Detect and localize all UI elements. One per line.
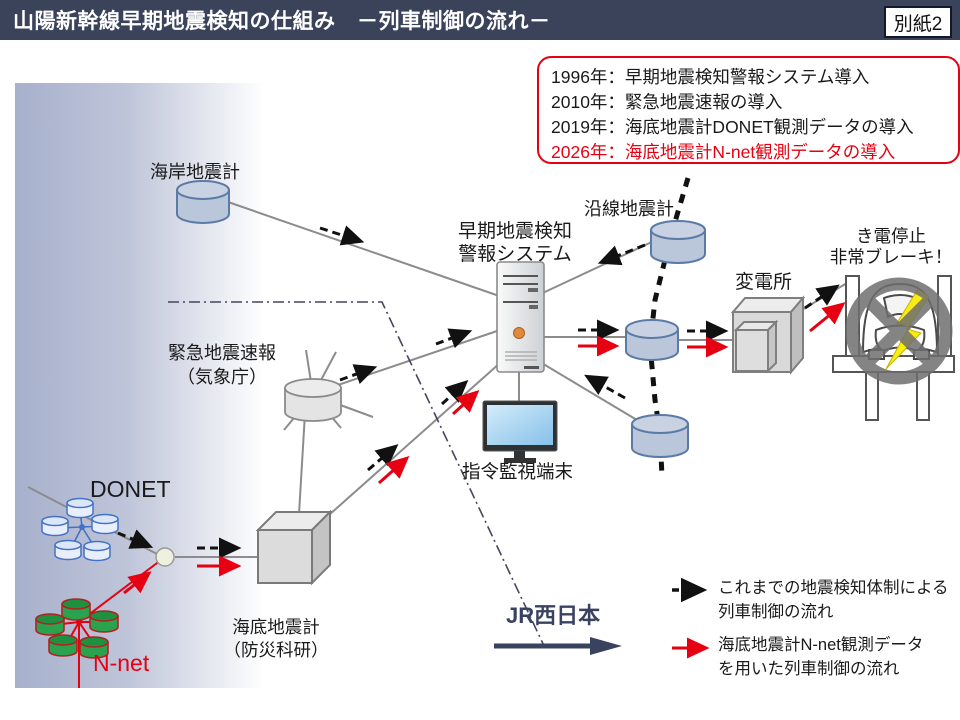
- eew-hub-icon: [284, 378, 342, 422]
- attachment-badge: 別紙2: [884, 6, 952, 38]
- train-alert-label: き電停止 非常ブレーキ！: [829, 226, 953, 267]
- legend-nnet-text: 海底地震計N-net観測データ を用いた列車制御の流れ: [718, 636, 924, 678]
- seafloor-cube-icon: [255, 509, 333, 586]
- attachment-label: 別紙2: [893, 13, 943, 35]
- warning-system-label: 早期地震検知 警報システム: [457, 221, 572, 265]
- substation-icon: [730, 295, 806, 375]
- title-bar: 山陽新幹線早期地震検知の仕組み －列車制御の流れ－: [0, 0, 960, 40]
- nnet-label: N-net: [93, 650, 150, 676]
- lower-cylinder-icon: [631, 414, 689, 458]
- jr-west-label: JR西日本: [506, 603, 601, 628]
- boundary-line: [168, 301, 546, 649]
- coastal-cylinder-icon: [176, 180, 230, 224]
- timeline-item-2010: 2010年：緊急地震速報の導入: [551, 92, 783, 112]
- prohibition-icon: [845, 277, 953, 385]
- nnet-network-icon: [35, 559, 162, 688]
- monitor-icon: [482, 400, 558, 463]
- page-title: 山陽新幹線早期地震検知の仕組み －列車制御の流れ－: [13, 10, 551, 33]
- wayside-seismometer-label: 沿線地震計: [584, 199, 674, 219]
- server-tower-icon: [496, 261, 545, 373]
- legend-legacy-text: これまでの地震検知体制による 列車制御の流れ: [718, 579, 949, 621]
- midline-cylinder-icon: [625, 319, 679, 361]
- timeline-item-2026: 2026年：海底地震計N-net観測データの導入: [551, 142, 896, 162]
- junction-node: [155, 547, 175, 567]
- train-icon: [832, 275, 955, 421]
- wayside-cylinder-icon: [650, 220, 706, 264]
- legacy-flow-arrows: [117, 225, 840, 559]
- timeline-item-1996: 1996年：早期地震検知警報システム導入: [551, 67, 870, 87]
- eew-label: 緊急地震速報 （気象庁）: [168, 343, 276, 387]
- nnet-flow-arrows: [123, 302, 846, 595]
- jr-west-arrow: [494, 637, 622, 655]
- substation-label: 変電所: [735, 272, 793, 293]
- donet-network-icon: [41, 497, 119, 562]
- donet-label: DONET: [90, 476, 171, 502]
- seafloor-seismometer-label: 海底地震計 （防災科研）: [223, 617, 329, 660]
- timeline-item-2019: 2019年：海底地震計DONET観測データの導入: [551, 117, 914, 137]
- command-terminal-label: 指令監視端末: [462, 461, 574, 482]
- coastal-seismometer-label: 海岸地震計: [150, 162, 240, 182]
- timeline-box: 1996年：早期地震検知警報システム導入 2010年：緊急地震速報の導入 201…: [537, 56, 960, 164]
